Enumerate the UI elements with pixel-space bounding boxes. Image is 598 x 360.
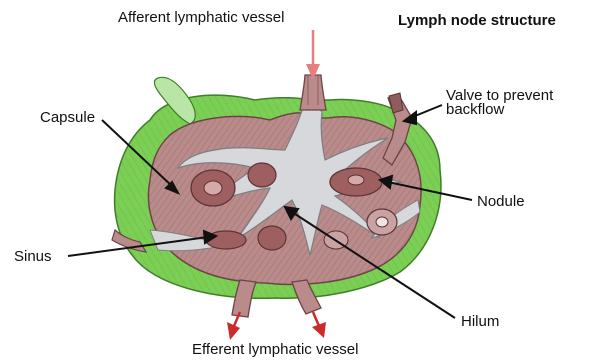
sinus-label: Sinus xyxy=(14,249,52,264)
hilum-label: Hilum xyxy=(461,314,499,329)
efferent-label: Efferent lymphatic vessel xyxy=(192,342,358,357)
valve-label: Valve to prevent backflow xyxy=(446,89,553,117)
afferent-flow-arrow xyxy=(306,30,320,80)
diagram-title: Lymph node structure xyxy=(398,13,556,28)
afferent-vessel xyxy=(300,75,326,110)
capsule-label: Capsule xyxy=(40,110,95,125)
nodule-label: Nodule xyxy=(477,194,525,209)
valve-label-line2: backflow xyxy=(446,103,553,117)
afferent-label: Afferent lymphatic vessel xyxy=(118,10,284,25)
